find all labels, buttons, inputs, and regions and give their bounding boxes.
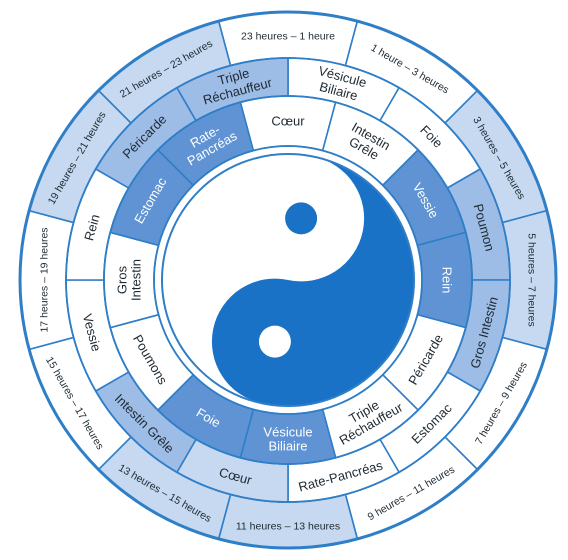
yin-dot xyxy=(285,202,318,235)
inner-organ-label-line: Intestin xyxy=(129,259,144,301)
yin-yang-border xyxy=(161,153,415,407)
ring-border xyxy=(65,57,511,503)
time-label: 23 heures – 1 heure xyxy=(241,31,335,43)
time-label-line: 23 heures – 1 heure xyxy=(241,31,335,43)
inner-organ-label: Rein xyxy=(440,267,455,294)
ring-outlines xyxy=(18,10,558,550)
outer-organ-label-line: Rein xyxy=(81,213,102,243)
inner-organ-label-line: Cœur xyxy=(271,114,305,129)
time-label-line: 5 heures – 7 heures xyxy=(526,233,538,326)
ring-border xyxy=(153,145,423,415)
time-label: 5 heures – 7 heures xyxy=(526,233,538,326)
outer-organ-label: Rein xyxy=(81,213,102,243)
inner-organ-label-line: Biliaire xyxy=(268,439,307,454)
time-label-line: 11 heures – 13 heures xyxy=(236,521,340,533)
ring-border xyxy=(18,10,558,550)
ring-border xyxy=(103,95,473,465)
yang-dot xyxy=(258,325,291,358)
inner-organ-label: Cœur xyxy=(271,114,305,129)
yin-yang-symbol xyxy=(162,154,415,407)
inner-organ-label-line: Rein xyxy=(440,267,455,294)
inner-organ-label-line: Vésicule xyxy=(263,425,312,440)
inner-organ-label: GrosIntestin xyxy=(115,259,144,301)
time-label: 11 heures – 13 heures xyxy=(236,521,340,533)
time-label-line: 17 heures – 19 heures xyxy=(39,227,51,332)
inner-organ-label-line: Gros xyxy=(115,265,130,294)
time-label: 17 heures – 19 heures xyxy=(39,227,51,332)
